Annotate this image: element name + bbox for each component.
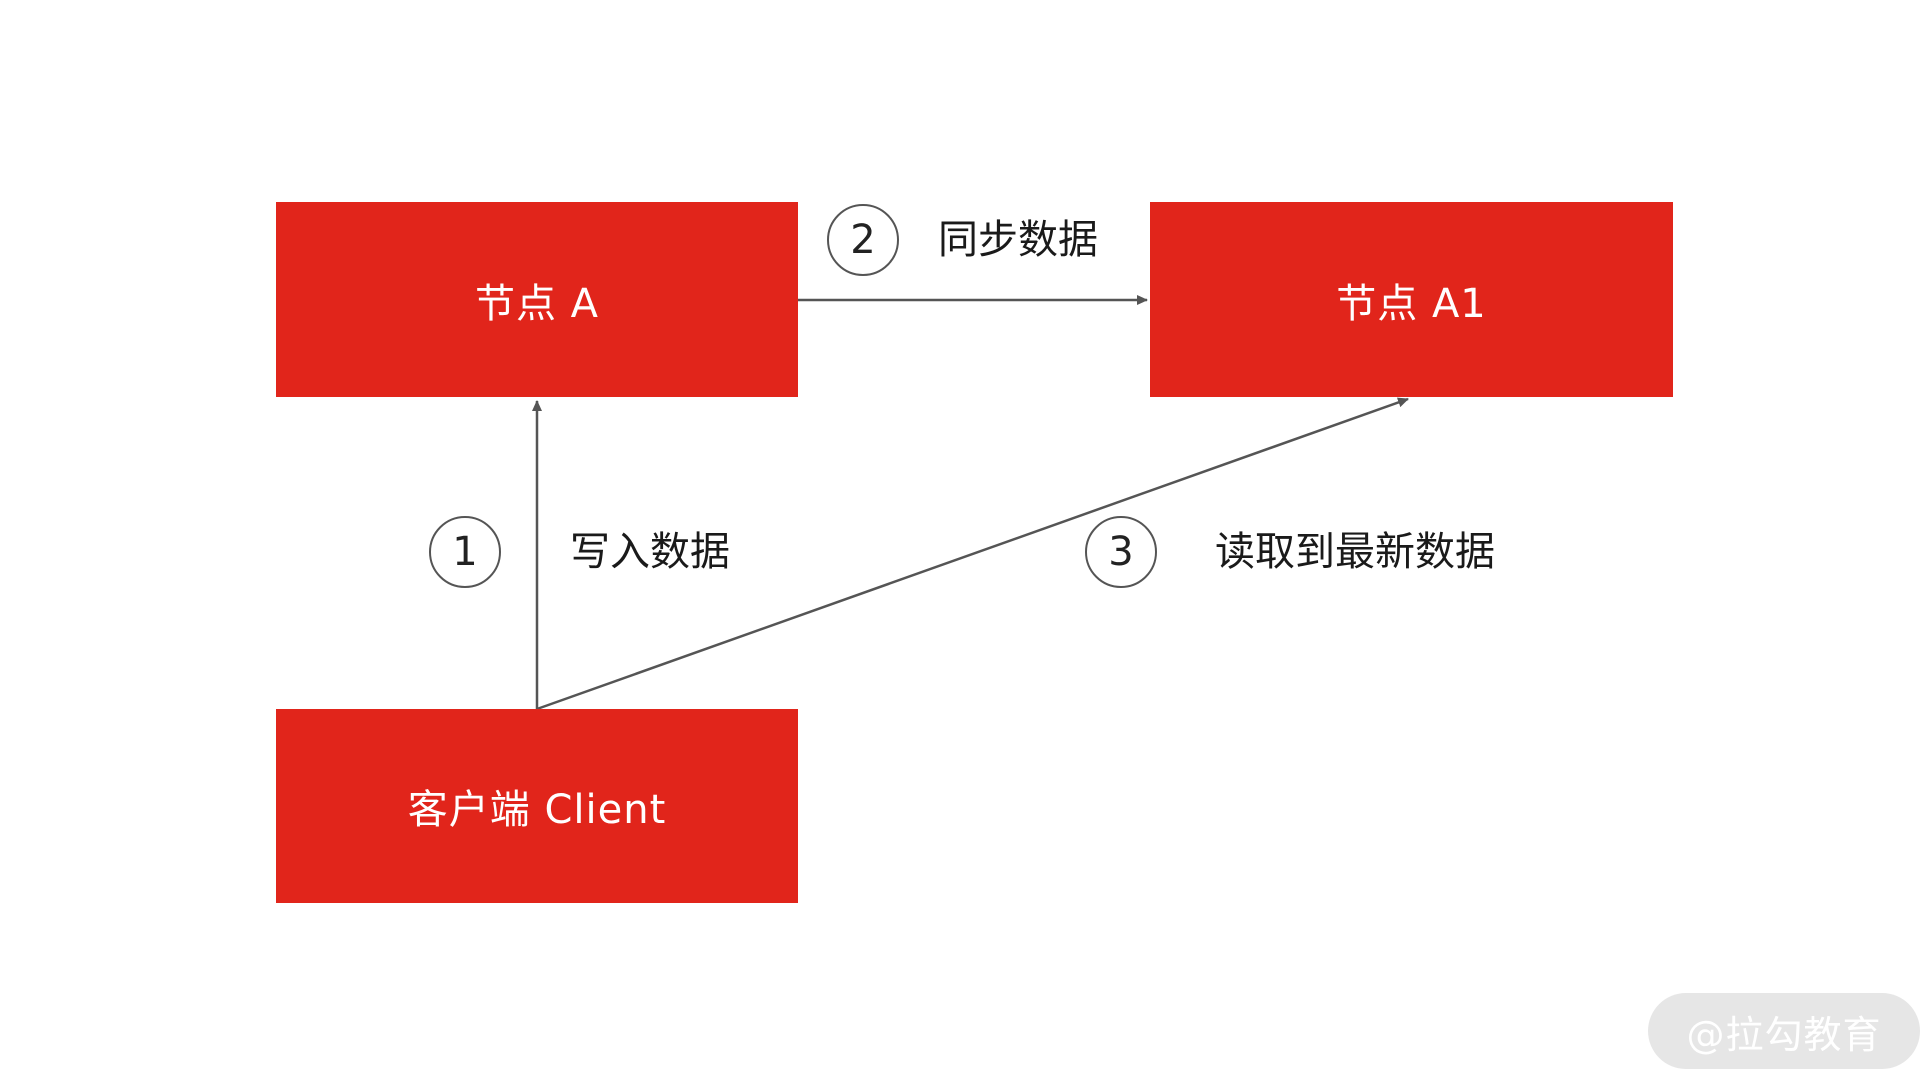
step-3-number-text: 3 [1108,529,1134,575]
step-1-number: 1 [429,516,501,588]
step-2-number-text: 2 [850,217,876,263]
step-1-number-text: 1 [452,529,478,575]
watermark-badge: @拉勾教育 [1648,993,1920,1069]
node-a-box: 节点 A [276,202,798,397]
step-3-number: 3 [1085,516,1157,588]
client-box: 客户端 Client [276,709,798,903]
watermark-text: @拉勾教育 [1686,1012,1882,1057]
node-a1-label: 节点 A1 [1336,280,1487,327]
step-2-label: 同步数据 [938,217,1098,263]
step-3-label: 读取到最新数据 [1215,529,1495,575]
step-2-number: 2 [827,204,899,276]
node-a1-box: 节点 A1 [1150,202,1673,397]
client-label: 客户端 Client [407,787,667,833]
node-a-label: 节点 A [474,280,600,327]
step-1-label: 写入数据 [570,529,730,575]
